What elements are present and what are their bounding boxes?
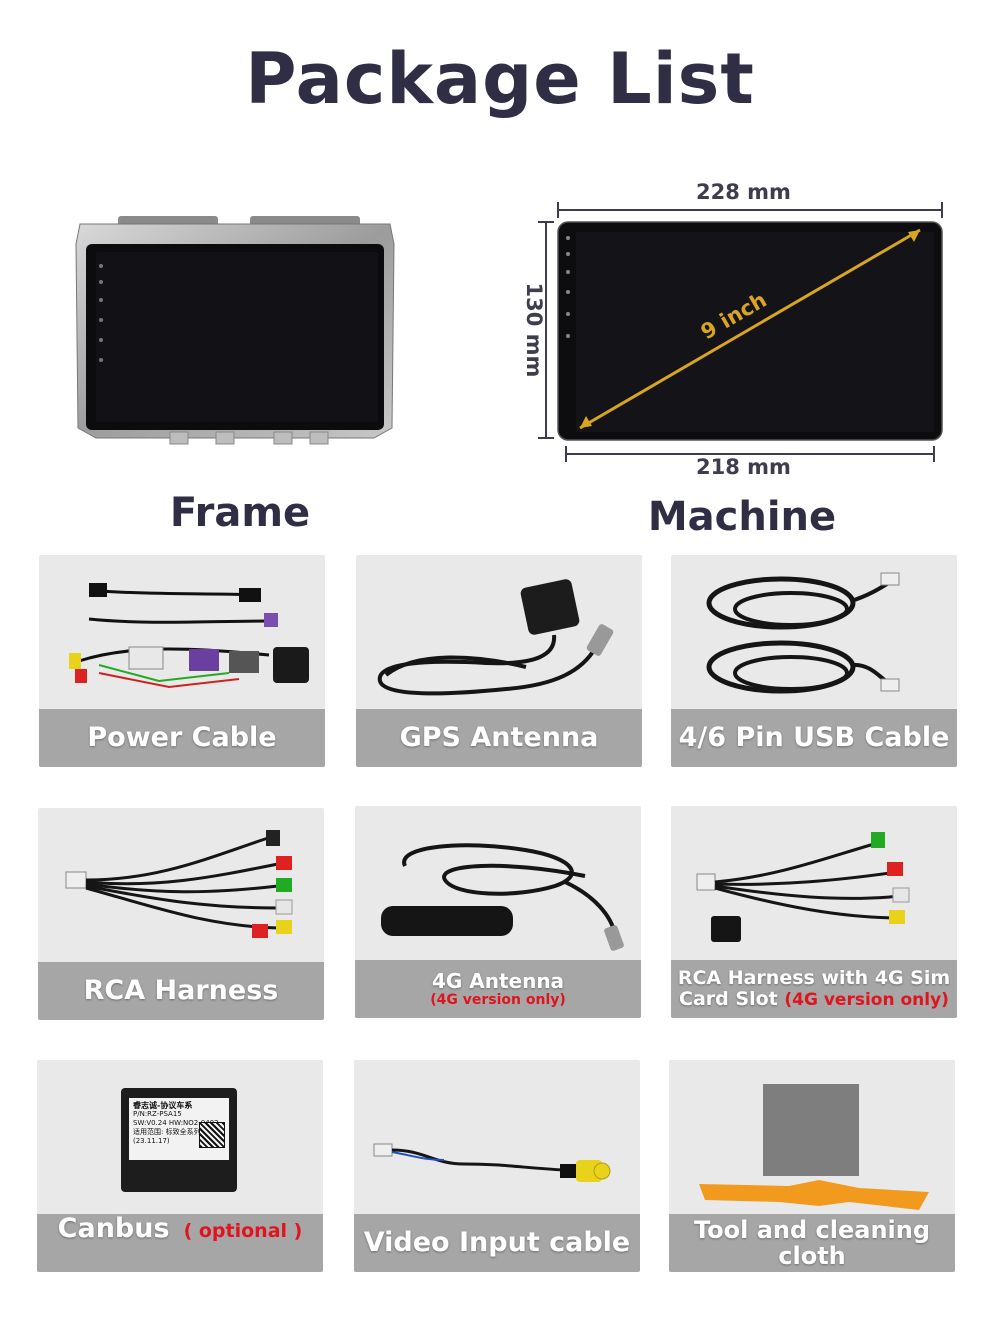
item-label-bar: Canbus ( optional ) bbox=[37, 1214, 323, 1272]
machine-label: Machine bbox=[647, 494, 837, 540]
4g-antenna-image bbox=[355, 806, 641, 960]
tool-cloth-image bbox=[669, 1060, 955, 1214]
item-note: (4G version only) bbox=[784, 990, 949, 1010]
item-label-bar: Video Input cable bbox=[354, 1214, 640, 1272]
item-label-bar: 4/6 Pin USB Cable bbox=[671, 709, 957, 767]
item-4g-antenna: 4G Antenna (4G version only) bbox=[355, 806, 641, 1018]
item-label: Canbus bbox=[57, 1213, 170, 1244]
item-label: Power Cable bbox=[87, 722, 277, 754]
item-label: 4G Antenna bbox=[431, 969, 565, 993]
video-input-cable-image bbox=[354, 1060, 640, 1214]
item-rca-4g-harness: RCA Harness with 4G Sim Card Slot (4G ve… bbox=[671, 806, 957, 1018]
item-label-bar: RCA Harness with 4G Sim Card Slot (4G ve… bbox=[671, 960, 957, 1018]
item-rca-harness: RCA Harness bbox=[38, 808, 324, 1020]
item-label-bar: GPS Antenna bbox=[356, 709, 642, 767]
item-canbus: 睿志诚-协议车系 P/N:RZ-PSA15 SW:V0.24 HW:NO2-04… bbox=[37, 1060, 323, 1272]
item-power-cable: Power Cable bbox=[39, 555, 325, 767]
item-label: Tool and cleaning cloth bbox=[693, 1215, 931, 1270]
rca-harness-image bbox=[38, 808, 324, 962]
width-bottom-label: 218 mm bbox=[696, 455, 791, 479]
item-label: RCA Harness bbox=[83, 975, 279, 1007]
canbus-sticker-line: 适用范围: 标致全系列 (23.11.17) bbox=[133, 1128, 201, 1145]
power-cable-image bbox=[39, 555, 325, 709]
item-label-bar: RCA Harness bbox=[38, 962, 324, 1020]
item-label-bar: Power Cable bbox=[39, 709, 325, 767]
canbus-box: 睿志诚-协议车系 P/N:RZ-PSA15 SW:V0.24 HW:NO2-04… bbox=[121, 1088, 237, 1192]
canbus-sticker-line: P/N:RZ-PSA15 bbox=[133, 1110, 182, 1118]
qr-code-icon bbox=[199, 1122, 225, 1148]
frame-label: Frame bbox=[169, 490, 311, 536]
machine-image: 228 mm 218 mm 130 mm 9 inch bbox=[510, 176, 960, 486]
item-label-line2: Card Slot bbox=[679, 988, 778, 1010]
item-gps-antenna: GPS Antenna bbox=[356, 555, 642, 767]
gps-antenna-image bbox=[356, 555, 642, 709]
item-label-line1: RCA Harness with 4G Sim bbox=[677, 967, 951, 990]
rca-4g-harness-image bbox=[671, 806, 957, 960]
item-label: Video Input cable bbox=[363, 1227, 631, 1259]
cleaning-cloth bbox=[763, 1084, 859, 1176]
canbus-image: 睿志诚-协议车系 P/N:RZ-PSA15 SW:V0.24 HW:NO2-04… bbox=[37, 1060, 323, 1214]
item-usb-cable: 4/6 Pin USB Cable bbox=[671, 555, 957, 767]
canbus-sticker-line: 睿志诚-协议车系 bbox=[133, 1101, 193, 1110]
frame-image bbox=[74, 214, 396, 448]
item-label-bar: 4G Antenna (4G version only) bbox=[355, 960, 641, 1018]
item-tool-cloth: Tool and cleaning cloth bbox=[669, 1060, 955, 1272]
item-label: 4/6 Pin USB Cable bbox=[678, 722, 950, 754]
usb-cable-image bbox=[671, 555, 957, 709]
item-note: ( optional ) bbox=[183, 1220, 303, 1242]
height-label: 130 mm bbox=[522, 282, 546, 378]
page-title: Package List bbox=[245, 38, 755, 120]
canbus-sticker-line: SW:V0.24 HW:NO2-0402 bbox=[133, 1119, 219, 1127]
width-top-label: 228 mm bbox=[696, 180, 791, 204]
item-note: (4G version only) bbox=[430, 992, 566, 1008]
item-label: GPS Antenna bbox=[399, 722, 599, 754]
item-label-bar: Tool and cleaning cloth bbox=[669, 1214, 955, 1272]
item-video-input-cable: Video Input cable bbox=[354, 1060, 640, 1272]
